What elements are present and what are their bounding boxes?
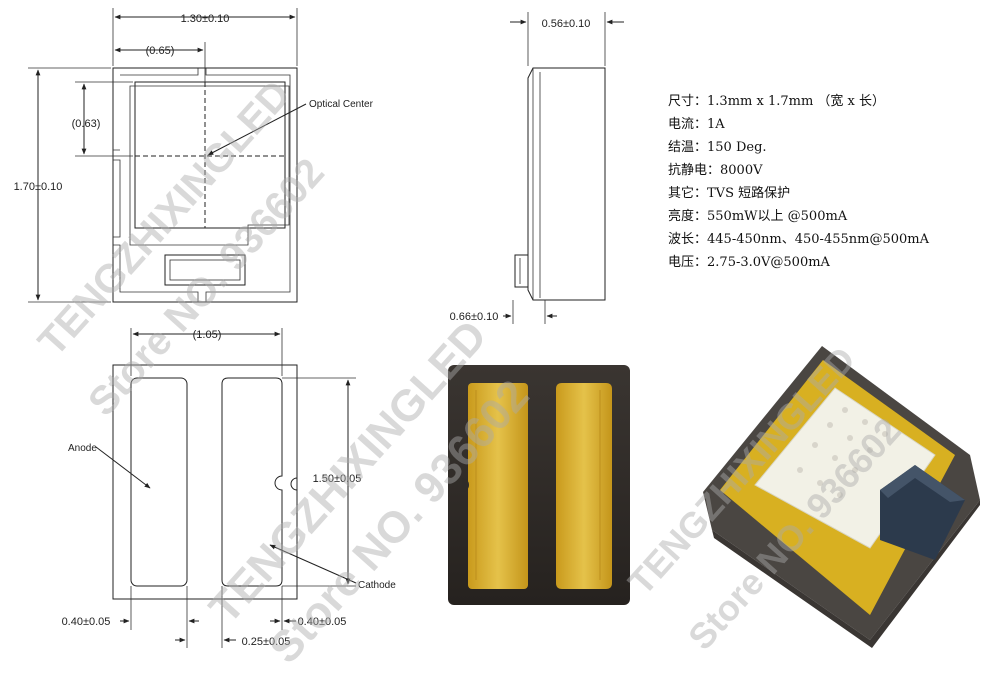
bottom-view: (1.05) 1.50±0.05 0.40±0.05 0.40±0.05 0.2… [62,328,396,648]
optical-center-leader [207,103,307,156]
left-pad-dim: 0.40±0.05 [62,616,111,628]
spec-junction-temp: 结温：150 Deg. [668,140,767,155]
pad-dim: 0.66±0.10 [450,311,499,323]
phosphor-window [134,81,286,229]
photo-3d [703,346,980,648]
spec-voltage: 电压：2.75-3.0V@500mA [668,255,830,270]
spec-list: 尺寸：1.3mm x 1.7mm （宽 x 长） 电流：1A 结温：150 De… [668,90,988,274]
optical-center-label: Optical Center [309,99,374,110]
bottom-outline [112,364,298,600]
optical-x-dim: (0.65) [146,45,175,57]
top-inner-outline [113,68,291,302]
photo-cathode-pad [556,383,612,589]
anode-pad [130,377,188,587]
tvs-chip-inner [169,259,241,281]
gap-dim: 0.25±0.05 [242,636,291,648]
die-outline [129,85,290,246]
spec-other: 其它：TVS 短路保护 [668,186,791,201]
spec-brightness: 亮度：550mW以上 @500mA [668,209,848,224]
optical-y-dim: (0.63) [72,118,101,130]
spec-current: 电流：1A [668,117,725,132]
side-tvs [514,254,529,288]
spec-esd: 抗静电：8000V [668,163,763,178]
side-view: 0.56±0.10 0.66±0.10 [450,12,624,324]
cathode-label: Cathode [358,580,396,591]
cathode-pad [221,377,283,587]
thickness-dim: 0.56±0.10 [542,18,591,30]
right-pad-dim: 0.40±0.05 [298,616,347,628]
spec-wavelength: 波长：445-450nm、450-455nm@500mA [668,232,929,247]
top-outline [112,67,298,303]
width-dim: 1.30±0.10 [181,13,230,25]
photo-anode-pad [468,383,528,589]
spec-size: 尺寸：1.3mm x 1.7mm （宽 x 长） [668,94,885,109]
cathode-leader [269,544,357,584]
anode-leader [95,446,151,489]
top-view: 1.30±0.10 (0.65) (0.63) 1.70±0.10 Optica… [14,8,374,303]
anode-label: Anode [68,443,97,454]
height-dim: 1.70±0.10 [14,181,63,193]
photo-bottom [448,365,630,605]
pad-length-dim: 1.50±0.05 [313,473,362,485]
span-dim: (1.05) [193,329,222,341]
side-outline [527,67,606,301]
tvs-chip-outline [164,254,246,286]
